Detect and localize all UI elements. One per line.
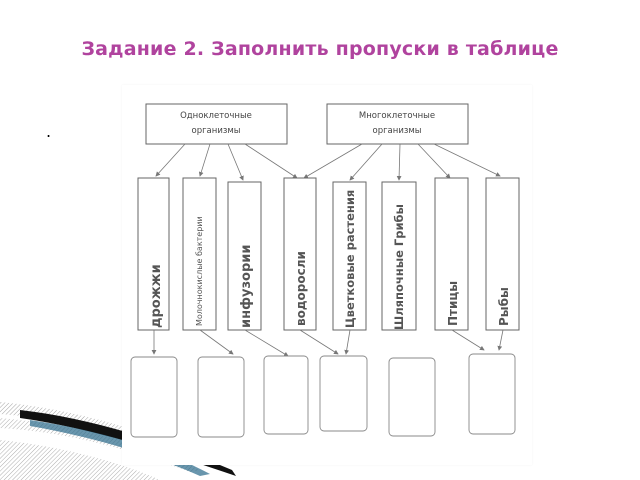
top-box-line1: Одноклеточные — [180, 111, 252, 121]
answer-box-2 — [197, 356, 245, 438]
column-label: Птицы — [446, 281, 460, 326]
top-box-multicellular: Многоклеточные организмы — [326, 103, 469, 145]
column-label: Цветковые растения — [343, 190, 357, 328]
answer-boxes — [130, 353, 516, 438]
column-label: Рыбы — [497, 287, 511, 326]
column-label: дрожжи — [149, 264, 164, 328]
column-box-cap-mushrooms: Шляпочные Грибы — [381, 181, 417, 331]
column-box-fish: Рыбы — [485, 177, 520, 331]
column-box-algae: водоросли — [283, 177, 317, 331]
top-box-line2: организмы — [373, 126, 422, 136]
column-label: водоросли — [294, 251, 308, 326]
answer-box-6 — [468, 353, 516, 435]
top-box-line1: Многоклеточные — [359, 111, 435, 121]
column-box-lactic-bacteria: Молочнокислые бактерии — [182, 177, 217, 331]
column-label: Шляпочные Грибы — [392, 204, 406, 330]
answer-box-5 — [388, 357, 436, 437]
answer-box-1 — [130, 356, 178, 438]
bullet-marker: . — [46, 122, 52, 141]
column-box-yeast: дрожжи — [137, 177, 170, 331]
answer-box-4 — [319, 355, 368, 432]
column-box-birds: Птицы — [434, 177, 469, 331]
column-box-infusoria: инфузории — [227, 181, 262, 331]
slide-title: Задание 2. Заполнить пропуски в таблице — [81, 38, 559, 60]
column-label: Молочнокислые бактерии — [195, 216, 204, 326]
top-box-line2: организмы — [192, 126, 241, 136]
column-label: инфузории — [239, 245, 254, 328]
column-box-flowering-plants: Цветковые растения — [332, 181, 367, 331]
answer-box-3 — [263, 355, 309, 435]
top-box-unicellular: Одноклеточные организмы — [145, 103, 288, 145]
connector-arrows-bottom — [151, 329, 504, 357]
connector-arrows-top — [155, 143, 501, 181]
